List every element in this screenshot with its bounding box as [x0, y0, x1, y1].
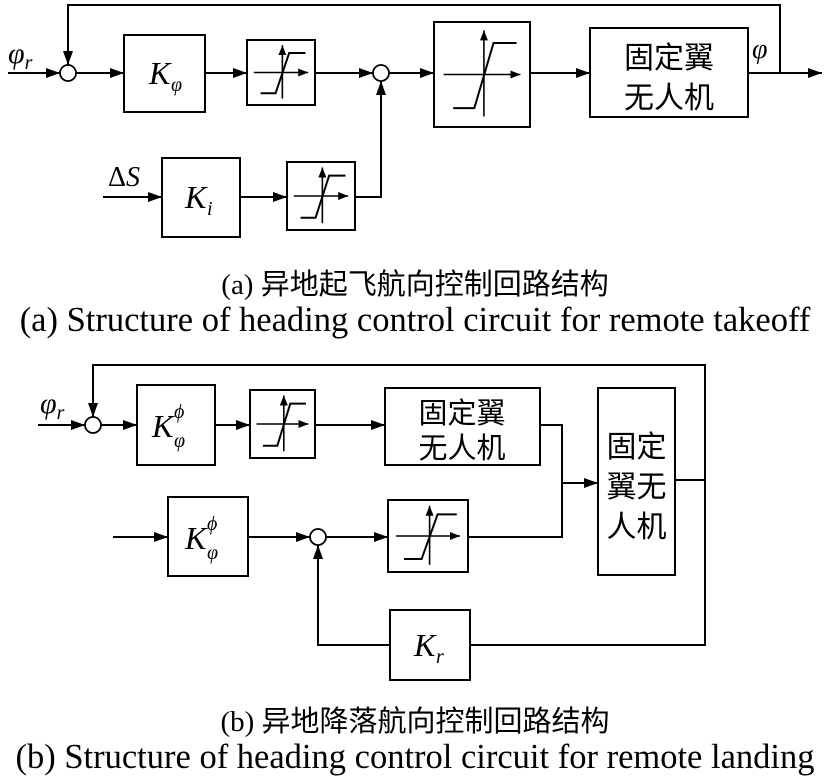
plant-block-uav — [589, 27, 749, 118]
summing-junction-icon — [84, 416, 102, 434]
plant-block-uav-small — [384, 387, 541, 466]
input-subscript: r — [57, 402, 65, 424]
plant-block-tall-line2: 翼无 — [607, 471, 667, 504]
caption-b-en: (b) Structure of heading control circuit… — [16, 738, 815, 776]
plant-block-uav-tall — [597, 387, 676, 576]
integral-block-subscript: i — [207, 198, 213, 220]
saturation-curve — [263, 402, 306, 447]
input-label-a: φr — [8, 37, 33, 74]
feedback-line-a — [63, 4, 781, 73]
saturation-icon — [387, 499, 469, 573]
gain-block-k-phi-2 — [167, 496, 249, 577]
disturbance-symbol: S — [126, 162, 140, 193]
signal-arrow-to-junction — [355, 81, 386, 198]
saturation-icon — [433, 21, 531, 128]
plant-block-small-line1: 固定翼 — [418, 397, 505, 430]
disturbance-label: ΔS — [108, 162, 140, 193]
merge-line-upper — [540, 424, 563, 483]
merge-line-lower — [468, 483, 563, 538]
feedback-block-k-r — [389, 609, 471, 681]
feedback-block-symbol: K — [413, 627, 437, 663]
gain-block-1-symbol: K — [151, 408, 175, 444]
output-label: φ — [752, 34, 768, 65]
input-symbol: φ — [8, 37, 25, 70]
saturation-curve — [300, 174, 346, 219]
caption-a-en: (a) Structure of heading control circuit… — [20, 301, 811, 339]
caption-b-zh: (b) 异地降落航向控制回路结构 — [220, 705, 609, 738]
gain-block-k-i — [161, 157, 241, 238]
gain-block-2-subscript: φ — [207, 542, 218, 564]
integral-block-symbol: K — [184, 179, 208, 215]
plant-block-line2: 无人机 — [624, 82, 714, 115]
input-label-b: φr — [40, 387, 65, 424]
feedback-line-b-top — [88, 364, 706, 480]
gain-block-2-symbol: K — [184, 520, 208, 556]
gain-block-1-subscript: φ — [174, 430, 185, 452]
feedback-arrow-to-junction — [313, 545, 390, 646]
summing-junction-icon — [59, 64, 77, 82]
diagram-a: φr K φ 固定翼 无人机 φ ΔS K i (a) 异地起飞航向控制回路结构… — [8, 4, 822, 339]
gain-block-subscript: φ — [171, 74, 182, 96]
summing-junction-icon — [309, 528, 327, 546]
gain-block-k-phi-1 — [136, 384, 216, 466]
gain-block-2-superscript: ϕ — [207, 513, 217, 535]
plant-block-small-line2: 无人机 — [418, 432, 505, 465]
gain-block-1-superscript: ϕ — [174, 401, 184, 423]
saturation-icon — [286, 161, 356, 231]
feedback-block-subscript: r — [436, 646, 444, 668]
saturation-icon — [249, 389, 316, 459]
saturation-curve — [453, 42, 517, 110]
input-subscript: r — [25, 52, 33, 74]
saturation-icon — [246, 39, 316, 106]
delta-symbol: Δ — [108, 162, 126, 193]
gain-block-k-phi — [123, 34, 206, 113]
saturation-curve — [404, 513, 457, 561]
plant-block-tall-line3: 人机 — [607, 511, 667, 544]
plant-block-tall-line1: 固定 — [607, 431, 667, 464]
input-symbol: φ — [40, 387, 57, 420]
saturation-curve — [260, 52, 306, 95]
summing-junction-icon — [372, 64, 390, 82]
caption-a-zh: (a) 异地起飞航向控制回路结构 — [221, 268, 608, 301]
diagram-b: φr K ϕ φ 固定翼 无人机 固定 翼无 人机 K ϕ φ K r (b) — [16, 364, 815, 776]
gain-block-symbol: K — [148, 55, 172, 91]
feedback-line-b-bottom — [470, 480, 706, 646]
plant-block-line1: 固定翼 — [624, 42, 714, 75]
